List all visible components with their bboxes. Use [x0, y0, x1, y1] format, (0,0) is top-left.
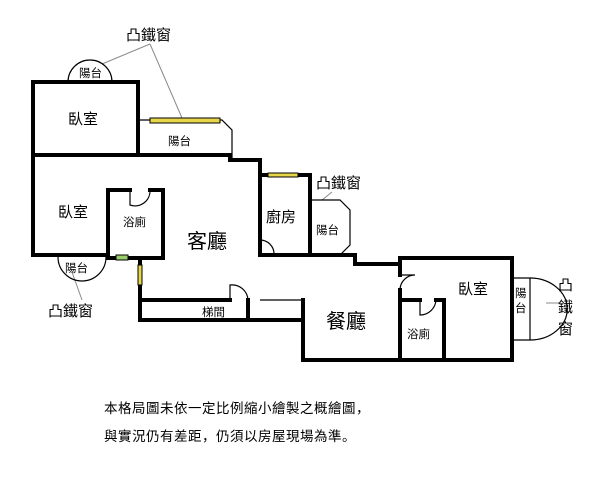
- label-balcony-1: 陽台: [168, 134, 191, 148]
- label-dining-room: 餐廳: [326, 309, 366, 333]
- label-bay-window-top: 凸鐵窗: [126, 26, 171, 44]
- svg-text:台: 台: [515, 301, 527, 315]
- label-bedroom-1: 臥室: [68, 110, 98, 128]
- label-bay-window-bottom: 凸鐵窗: [48, 302, 93, 320]
- label-bathroom-1: 浴廁: [123, 215, 146, 229]
- svg-text:鐵: 鐵: [558, 298, 573, 316]
- label-stairs: 梯間: [202, 305, 225, 319]
- label-balcony-3: 陽台: [79, 66, 102, 80]
- balconies: [57, 59, 568, 341]
- label-bay-window-kitchen: 凸鐵窗: [316, 174, 361, 192]
- disclaimer-line-1: 本格局圖未依一定比例縮小繪製之概繪圖，: [104, 401, 370, 417]
- windows: [115, 117, 299, 286]
- floor-plan: 臥室 臥室 客廳 廚房 餐廳 臥室 浴廁 浴廁 陽台 陽台 陽台 陽台 梯間 陽…: [31, 26, 573, 362]
- svg-text:凸: 凸: [558, 276, 573, 294]
- label-balcony-5: 陽 台: [515, 286, 527, 315]
- label-balcony-4: 陽台: [65, 261, 88, 275]
- svg-text:窗: 窗: [558, 320, 573, 338]
- bay-window-pointers: [71, 43, 560, 304]
- label-bay-window-right: 凸 鐵 窗: [558, 276, 573, 338]
- label-bathroom-2: 浴廁: [407, 327, 430, 341]
- disclaimer-line-2: 與實況仍有差距，仍須以房屋現場為準。: [104, 429, 356, 445]
- label-bedroom-3: 臥室: [458, 280, 488, 298]
- label-living-room: 客廳: [187, 229, 227, 253]
- doors: [129, 189, 437, 316]
- label-kitchen: 廚房: [266, 208, 296, 226]
- label-bedroom-2: 臥室: [58, 203, 88, 221]
- svg-text:陽: 陽: [515, 286, 527, 300]
- walls: [31, 80, 514, 362]
- label-balcony-2: 陽台: [316, 223, 339, 237]
